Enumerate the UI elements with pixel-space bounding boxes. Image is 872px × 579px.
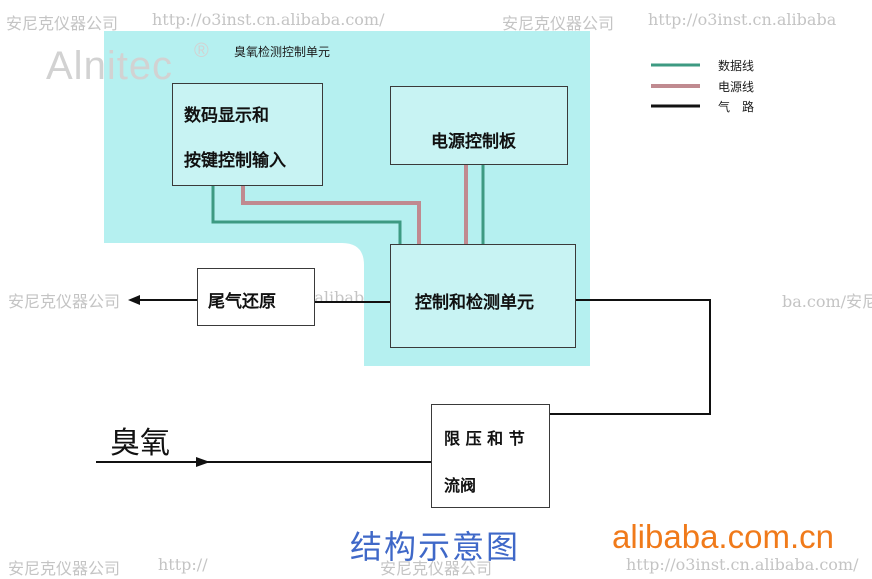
pressure-limit-throttle-line2: 流阀 [444, 476, 477, 495]
pressure-limit-throttle-line1: 限 压 和 节 [444, 429, 525, 448]
tail-gas-reduction-block: 尾气还原 [197, 268, 315, 326]
power-line [241, 186, 421, 244]
watermark-url: http://o3inst.cn.alibaba.com/ [626, 555, 859, 574]
diagram-title: 结构示意图 [350, 528, 521, 566]
region-label: 臭氧检测控制单元 [234, 45, 331, 59]
alibaba-site-mark: alibaba.com.cn [612, 518, 834, 555]
pressure-limit-throttle-block: 限 压 和 节 流阀 [431, 404, 550, 508]
display-keypad-line2: 按键控制输入 [184, 151, 286, 171]
watermark-url: http://o3inst.cn.alibaba [648, 10, 837, 29]
tail-gas-reduction-label: 尾气还原 [208, 292, 276, 312]
watermark-company: 安尼克仪器公司 [380, 559, 493, 578]
watermark-company: 安尼克仪器公司 [8, 292, 121, 311]
control-detection-unit-label: 控制和检测单元 [415, 293, 534, 313]
watermark-url: http:// [158, 555, 208, 574]
display-keypad-block: 数码显示和 按键控制输入 [172, 83, 323, 186]
inlet-arrow [196, 457, 210, 467]
gas-line [550, 299, 711, 415]
power-control-board-block: 电源控制板 [390, 86, 568, 165]
data-line [211, 186, 402, 244]
watermark-url: http://o3inst.cn.alibaba.com/ [152, 10, 385, 29]
legend-data-label: 数据线 [718, 59, 755, 73]
control-detection-unit-block: 控制和检测单元 [390, 244, 576, 348]
display-keypad-line1: 数码显示和 [184, 106, 269, 126]
ozone-inlet-label: 臭氧 [110, 426, 170, 461]
legend-gas-label: 气 路 [718, 100, 755, 114]
registered-mark: ® [194, 40, 209, 62]
legend-power-label: 电源线 [718, 80, 755, 94]
watermark-url: ba.com/安尼 [782, 292, 872, 311]
watermark-company: 安尼克仪器公司 [502, 14, 615, 33]
alnitec-logo: Alnitec [46, 44, 174, 88]
watermark-company: 安尼克仪器公司 [6, 14, 119, 33]
power-control-board-label: 电源控制板 [431, 132, 516, 152]
outlet-arrow [128, 295, 140, 305]
watermark-company: 安尼克仪器公司 [8, 559, 121, 578]
